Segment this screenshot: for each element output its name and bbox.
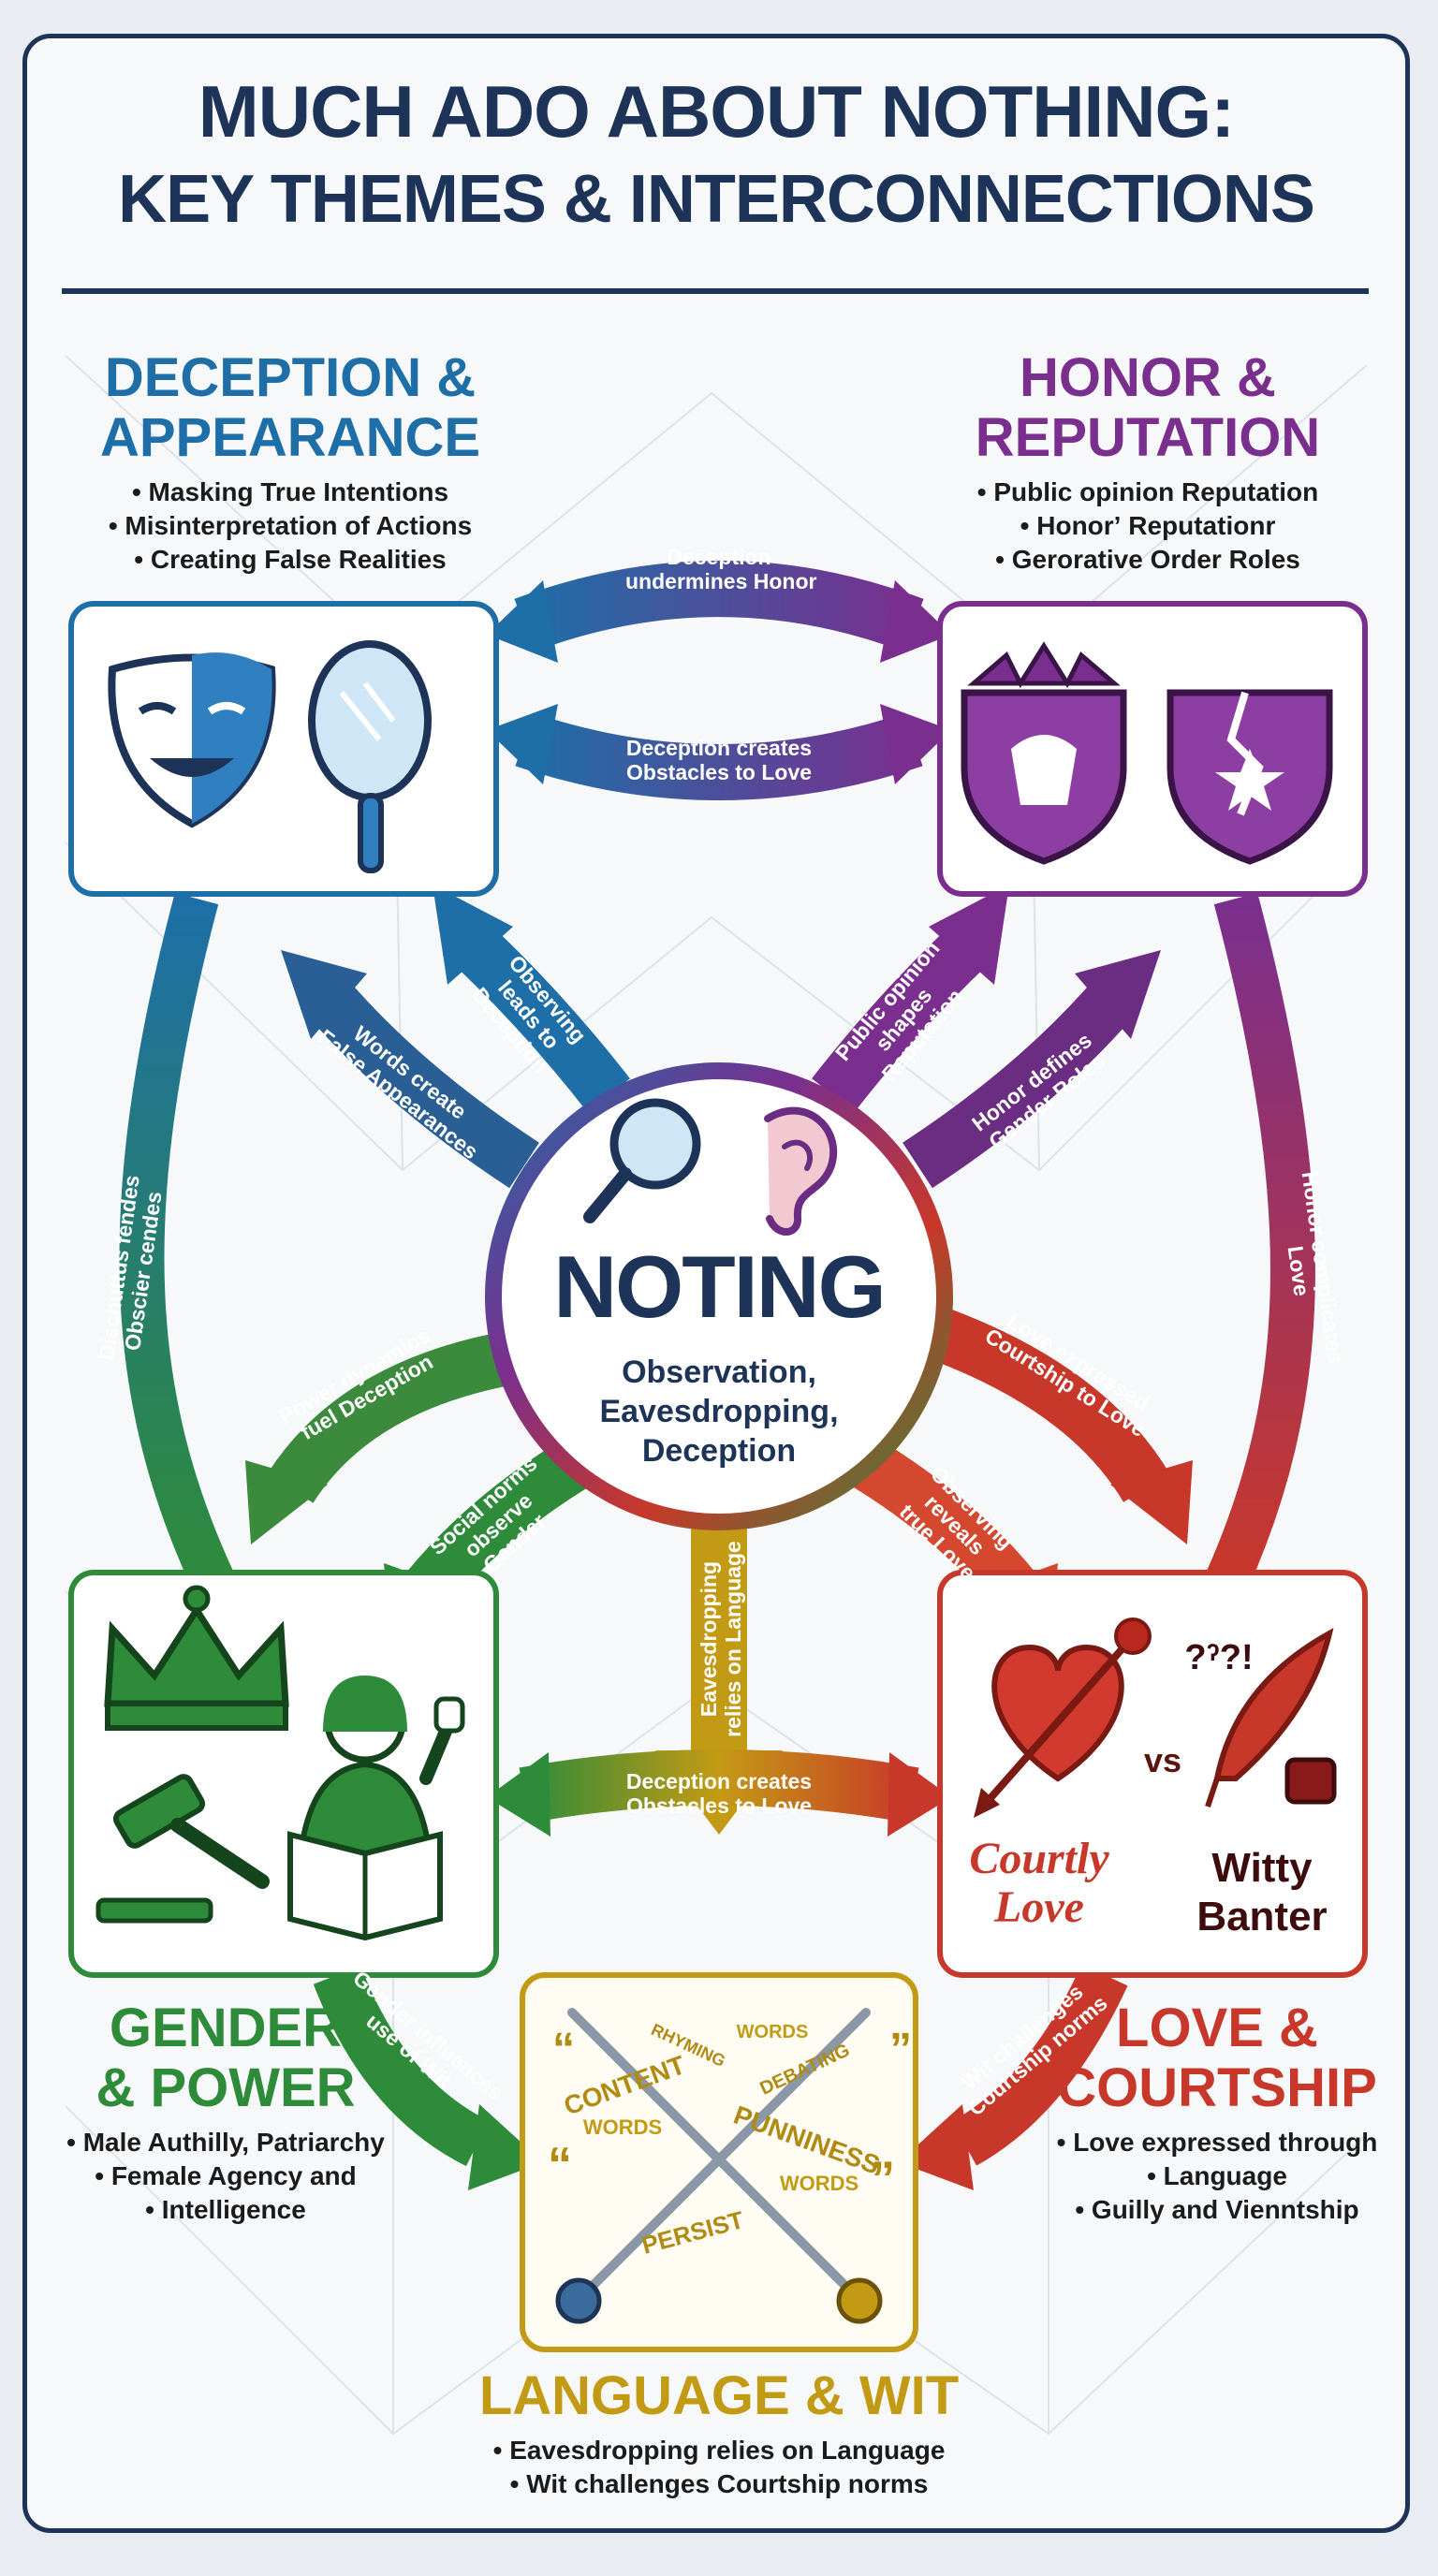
love-bullets: Love expressed through Language Guilly a… — [1030, 2126, 1404, 2227]
deception-title-line-1: DECEPTION & — [104, 347, 477, 408]
love-title-line-2: COURTSHIP — [1057, 2057, 1377, 2118]
gender-bullet: Male Authilly, Patriarchy — [52, 2126, 399, 2159]
deception-theme: DECEPTION & APPEARANCE Masking True Inte… — [56, 348, 524, 577]
arrow-hub-to-deception-a — [433, 885, 630, 1112]
arrow-hub-to-honor-a — [812, 885, 1009, 1112]
arrow-gender-love — [487, 1749, 951, 1837]
arrow-label-hub-lang: Eavesdropping relies on Language — [697, 1527, 745, 1751]
honor-bullet: Gerorative Order Roles — [914, 543, 1382, 577]
arrow-hub-to-deception-b — [281, 950, 539, 1189]
arrow-deception-honor-1 — [487, 561, 951, 663]
word-words-3: WORDS — [736, 2022, 809, 2042]
arrow-label-line: Obstacles to Love — [625, 1793, 813, 1818]
banter-word: Banter — [1196, 1894, 1328, 1939]
arrow-label-line: Deception creates — [625, 736, 813, 760]
hub-subtitle-line-1: Observation, — [622, 1354, 816, 1390]
deception-bullets: Masking True Intentions Misinterpretatio… — [56, 476, 524, 577]
gender-bullet: Female Agency and — [52, 2159, 399, 2193]
love-bullet: Guilly and Vienntship — [1030, 2193, 1404, 2227]
honor-bullet: Public opinion Reputation — [914, 476, 1382, 509]
hand-mirror-icon — [308, 640, 432, 873]
gender-bullet: Intelligence — [52, 2193, 399, 2227]
arrow-label-line: Deception — [667, 545, 771, 569]
arrow-hub-to-honor-b — [902, 950, 1161, 1189]
theater-masks-icon — [108, 652, 276, 828]
language-bullet: Wit challenges Courtship norms — [391, 2467, 1047, 2501]
broken-shield-icon — [1167, 689, 1333, 865]
svg-text:“: “ — [552, 2025, 575, 2074]
word-words-2: WORDS — [779, 2172, 859, 2195]
love-word: Love — [994, 1882, 1084, 1932]
quill-ink-icon — [1205, 1628, 1337, 1808]
deception-bullet: Creating False Realities — [56, 543, 524, 577]
language-bullets: Eavesdropping relies on Language Wit cha… — [391, 2434, 1047, 2501]
word-cloud-icon: “ ” “ ” — [548, 2025, 912, 2206]
arrow-label-line: undermines Honor — [625, 569, 817, 593]
crossed-swords-icon — [555, 2008, 883, 2324]
hub-subtitle-line-2: Eavesdropping, — [599, 1394, 839, 1429]
arrow-honor-to-love — [1206, 892, 1315, 1591]
gender-title: GENDER & POWER — [52, 1998, 399, 2118]
gender-theme: GENDER & POWER Male Authilly, Patriarchy… — [52, 1998, 399, 2227]
arrow-hub-to-gender-a — [245, 1330, 519, 1544]
magnifying-glass-icon — [583, 1098, 701, 1223]
love-title: LOVE & COURTSHIP — [1030, 1998, 1404, 2118]
deception-title-line-2: APPEARANCE — [99, 407, 481, 468]
hub-subtitle: Observation, Eavesdropping, Deception — [532, 1353, 906, 1471]
love-title-line-1: LOVE & — [1116, 1998, 1318, 2058]
honor-bullets: Public opinion Reputation Honorʼ Reputat… — [914, 476, 1382, 577]
hub-subtitle-line-3: Deception — [641, 1433, 797, 1469]
language-theme: LANGUAGE & WIT Eavesdropping relies on L… — [391, 2366, 1047, 2501]
arrow-label-line: Deception creates — [625, 1769, 813, 1793]
honor-bullet: Honorʼ Reputationr — [914, 509, 1382, 543]
title-divider — [62, 288, 1369, 294]
arrow-deception-honor-2 — [487, 704, 951, 800]
ear-icon — [764, 1106, 837, 1236]
arrow-label-top1: Deception undermines Honor — [625, 545, 817, 593]
question-marks: ?ˀ?! — [1184, 1638, 1254, 1677]
page-title: MUCH ADO ABOUT NOTHING: KEY THEMES & INT… — [22, 67, 1410, 243]
deception-title: DECEPTION & APPEARANCE — [56, 348, 524, 468]
crowned-lion-shield-icon — [961, 641, 1127, 865]
courtly-caption: Courtly Love — [955, 1835, 1123, 1932]
gender-title-line-1: GENDER — [109, 1998, 343, 2058]
arrow-label-line: Obstacles to Love — [625, 760, 813, 784]
arrow-label-mid: Deception creates Obstacles to Love — [616, 1769, 822, 1818]
gender-bullets: Male Authilly, Patriarchy Female Agency … — [52, 2126, 399, 2227]
arrow-hub-to-love-a — [917, 1303, 1193, 1544]
honor-title: HONOR & REPUTATION — [914, 348, 1382, 468]
honor-title-line-1: HONOR & — [1020, 347, 1276, 408]
deception-bullet: Masking True Intentions — [56, 476, 524, 509]
arrow-deception-to-gender — [119, 892, 234, 1592]
svg-text:”: ” — [889, 2025, 912, 2074]
language-bullet: Eavesdropping relies on Language — [391, 2434, 1047, 2467]
vs-caption: vs — [1143, 1741, 1182, 1779]
word-words-1: WORDS — [582, 2115, 663, 2139]
love-bullet: Language — [1030, 2159, 1404, 2193]
witty-caption: Witty Banter — [1178, 1844, 1346, 1941]
language-title: LANGUAGE & WIT — [478, 2365, 960, 2426]
courtly-word: Courtly — [969, 1834, 1109, 1883]
honor-title-line-2: REPUTATION — [975, 407, 1321, 468]
deception-bullet: Misinterpretation of Actions — [56, 509, 524, 543]
svg-text:“: “ — [548, 2138, 572, 2192]
crown-icon — [104, 1585, 289, 1731]
title-line-2: KEY THEMES & INTERCONNECTIONS — [118, 162, 1315, 237]
svg-text:”: ” — [871, 2152, 895, 2206]
love-bullet: Love expressed through — [1030, 2126, 1404, 2159]
arrow-label-line: relies on Language — [721, 1541, 745, 1737]
love-theme: LOVE & COURTSHIP Love expressed through … — [1030, 1998, 1404, 2227]
honor-theme: HONOR & REPUTATION Public opinion Reputa… — [914, 348, 1382, 577]
woman-reading-icon — [287, 1676, 465, 1941]
heart-arrow-rose-icon — [974, 1617, 1152, 1818]
title-line-1: MUCH ADO ABOUT NOTHING: — [198, 70, 1235, 153]
witty-word: Witty — [1211, 1845, 1313, 1891]
arrow-label-line: Eavesdropping — [697, 1560, 721, 1718]
gavel-icon — [95, 1774, 270, 1924]
gender-title-line-2: & POWER — [95, 2057, 356, 2118]
arrow-label-top2: Deception creates Obstacles to Love — [616, 736, 822, 784]
hub-title: NOTING — [553, 1237, 887, 1336]
